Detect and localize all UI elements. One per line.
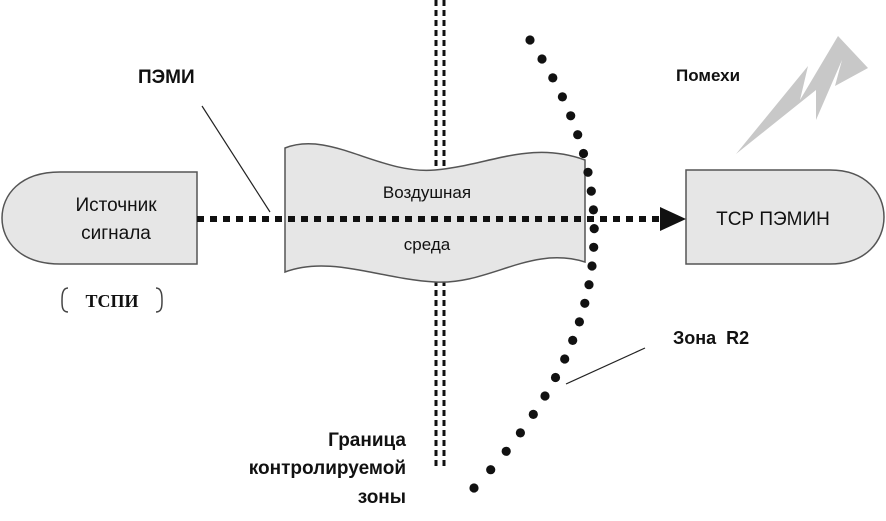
zone-arc-dot <box>469 483 479 493</box>
pemi-leader-line <box>201 105 271 213</box>
zone-arc-dot <box>557 92 568 102</box>
boundary-label-line2: контролируемой <box>249 458 406 479</box>
zone-leader-line <box>565 347 646 385</box>
lightning-icon <box>736 36 868 154</box>
zone-arc-dot <box>528 409 538 419</box>
zone-arc-dot <box>578 148 589 159</box>
zone-arc-dot <box>574 317 585 327</box>
zone-arc-dot <box>589 242 599 252</box>
medium-label-line1: Воздушная <box>383 183 471 202</box>
medium-label-line2: среда <box>404 235 451 254</box>
tspi-bracket <box>61 287 163 313</box>
zone-arc-dot <box>580 298 590 308</box>
zone-arc-dot <box>486 465 496 475</box>
receiver-shape <box>685 169 885 265</box>
receiver-label: ТСР ПЭМИН <box>716 209 830 230</box>
zone-arc-dot <box>525 35 535 45</box>
source-label-line1: Источник <box>75 195 157 216</box>
interference-label: Помехи <box>676 66 740 85</box>
zone-r2-arc <box>469 35 599 493</box>
zone-arc-dot <box>573 130 583 140</box>
zone-arc-dot <box>587 261 597 271</box>
signal-arrow <box>197 207 686 231</box>
pemi-label: ПЭМИ <box>138 67 195 88</box>
boundary-label-line1: Граница <box>328 430 406 451</box>
zone-arc-dot <box>501 446 511 456</box>
zone-arc-dot <box>584 280 594 290</box>
zone-arc-dot <box>589 224 599 234</box>
zone-arc-dot <box>515 428 526 438</box>
zone-arc-dot <box>568 335 578 345</box>
source-label-line2: сигнала <box>81 223 151 244</box>
zone-arc-dot <box>586 186 596 196</box>
air-medium-shape <box>284 143 586 283</box>
zone-arc-dot <box>548 73 558 83</box>
zone-arc-dot <box>550 372 561 383</box>
boundary-label-line3: зоны <box>358 487 406 508</box>
zone-arc-dot <box>566 111 576 121</box>
zone-arc-dot <box>537 54 547 64</box>
signal-source-shape <box>1 171 198 265</box>
zone-arc-dot <box>540 391 550 401</box>
tspi-label: ТСПИ <box>85 291 138 311</box>
zone-r2-label: Зона R2 <box>673 328 749 348</box>
zone-arc-dot <box>560 354 570 364</box>
arrow-head-icon <box>660 207 686 231</box>
zone-arc-dot <box>583 167 593 177</box>
zone-arc-dot <box>588 205 599 215</box>
